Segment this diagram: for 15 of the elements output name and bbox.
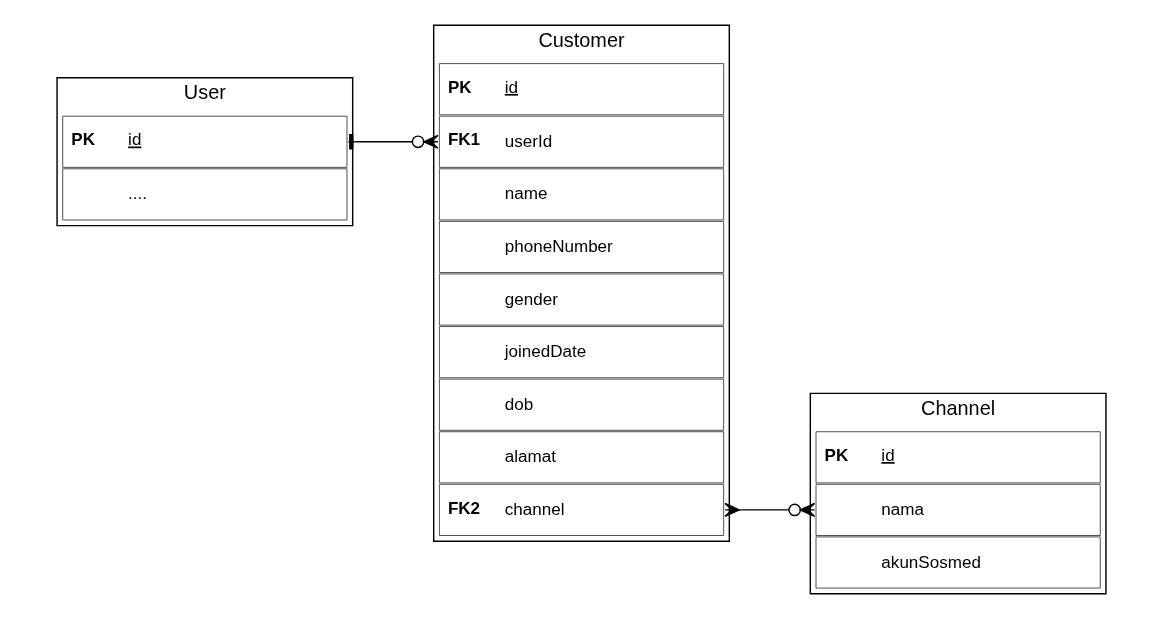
node-box: phoneNumber bbox=[438, 220, 725, 273]
node-box: alamat bbox=[438, 431, 725, 484]
node-box: .... bbox=[62, 168, 348, 221]
node-box: PK id bbox=[438, 63, 725, 116]
node-box: name bbox=[438, 168, 725, 221]
node-box: FK1 userId bbox=[438, 115, 725, 168]
node-box: nama bbox=[815, 483, 1101, 536]
node-box: akunSosmed bbox=[815, 536, 1101, 589]
connector bbox=[724, 502, 816, 517]
node-box: FK2 channel bbox=[438, 483, 725, 536]
node-box: dob bbox=[438, 378, 725, 431]
node-box: PK id bbox=[815, 431, 1101, 484]
node-box: joinedDate bbox=[438, 326, 725, 379]
node-box: gender bbox=[438, 273, 725, 326]
node-box: PK id bbox=[62, 115, 348, 168]
